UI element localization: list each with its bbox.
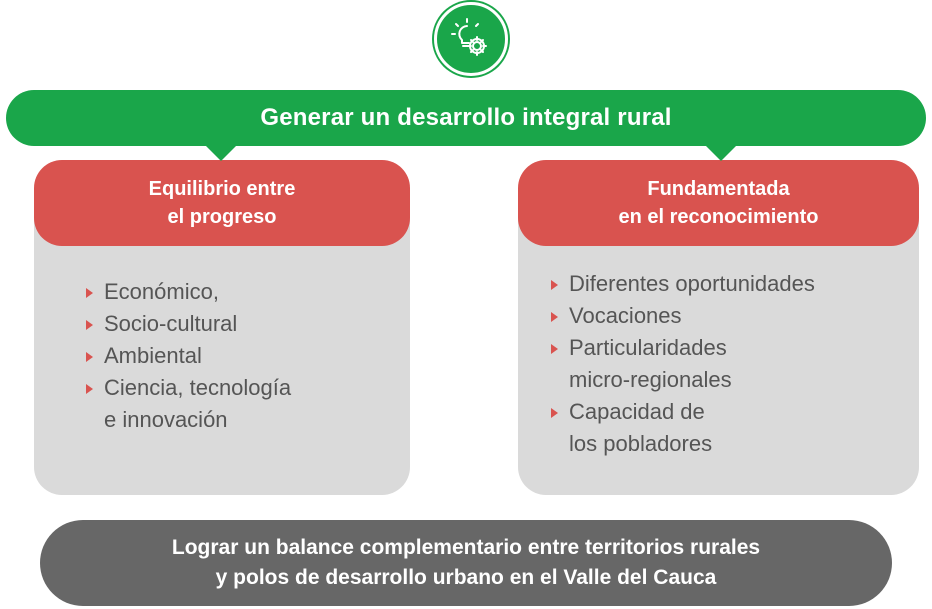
left-card-heading: Equilibrio entre el progreso <box>34 160 410 246</box>
list-item-continuation: e innovación <box>104 407 228 432</box>
list-item: Diferentes oportunidades <box>551 268 916 300</box>
list-item: Socio-cultural <box>86 308 406 340</box>
list-item-continuation: micro-regionales <box>569 367 732 392</box>
list-item: Vocaciones <box>551 300 916 332</box>
pointer-right-arrow <box>705 145 737 161</box>
left-bullet-list: Económico, Socio-cultural Ambiental Cien… <box>86 276 406 436</box>
list-item: Ciencia, tecnología <box>86 372 406 404</box>
lightbulb-gear-icon <box>434 2 508 76</box>
list-item: Particularidades <box>551 332 916 364</box>
right-heading-line2: en el reconocimiento <box>618 206 819 228</box>
conclusion-line1: Lograr un balance complementario entre t… <box>171 536 761 559</box>
main-goal-title: Generar un desarrollo integral rural <box>260 104 672 131</box>
list-item-continuation: los pobladores <box>569 431 713 456</box>
lightbulb-gear-glyph <box>451 18 487 56</box>
pointer-left-arrow <box>205 145 237 161</box>
conclusion-banner: Lograr un balance complementario entre t… <box>40 520 892 606</box>
main-goal-banner: Generar un desarrollo integral rural <box>6 90 926 146</box>
left-heading-line1: Equilibrio entre <box>148 178 296 200</box>
right-bullet-list: Diferentes oportunidades Vocaciones Part… <box>551 268 916 460</box>
list-item: Capacidad de <box>551 396 916 428</box>
right-card-heading: Fundamentada en el reconocimiento <box>518 160 919 246</box>
list-item: Económico, <box>86 276 406 308</box>
left-heading-line2: el progreso <box>167 206 277 228</box>
conclusion-line2: y polos de desarrollo urbano en el Valle… <box>215 566 717 589</box>
list-item: Ambiental <box>86 340 406 372</box>
right-heading-line1: Fundamentada <box>647 178 790 200</box>
